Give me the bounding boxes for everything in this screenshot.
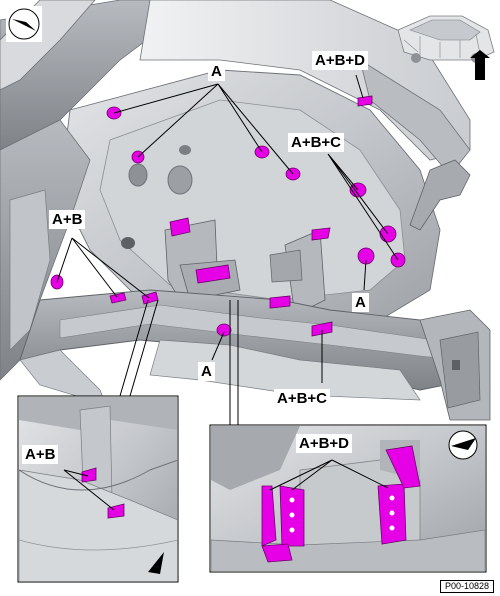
label-abd-inset: A+B+D (296, 434, 353, 453)
label-a-right: A (352, 293, 369, 312)
triangle-arrow-icon (451, 438, 476, 450)
weld-point (357, 95, 373, 107)
leader-lines (56, 74, 399, 425)
label-abd-top: A+B+D (312, 51, 369, 70)
weld-bracket (261, 543, 293, 563)
weld-point (311, 321, 333, 337)
label-abc-upper: A+B+C (288, 133, 345, 152)
label-ab-inset: A+B (22, 445, 59, 464)
document-reference: P00-10828 (439, 580, 494, 593)
weld-point (81, 467, 97, 483)
weld-point (216, 323, 232, 337)
triangle-arrow-icon (148, 552, 164, 574)
up-arrow-icon (470, 50, 490, 80)
weld-point (109, 292, 127, 304)
label-ab-left: A+B (49, 210, 86, 229)
weld-point (311, 227, 331, 241)
weld-bracket (385, 445, 421, 489)
orientation-marker-top (6, 6, 42, 42)
triangle-arrow-icon (12, 19, 36, 31)
label-a-bottom: A (198, 362, 215, 381)
car-body-icon (397, 15, 495, 80)
label-abc-lower: A+B+C (274, 389, 331, 408)
weld-point (107, 503, 125, 519)
label-a-top: A (208, 62, 225, 81)
weld-point (195, 264, 231, 284)
inset-sill-detail (17, 395, 179, 583)
weld-point (169, 217, 191, 237)
orientation-marker-inset (448, 430, 478, 460)
weld-bracket (261, 485, 277, 547)
inset-bracket-detail (209, 424, 487, 573)
weld-point (269, 295, 291, 309)
